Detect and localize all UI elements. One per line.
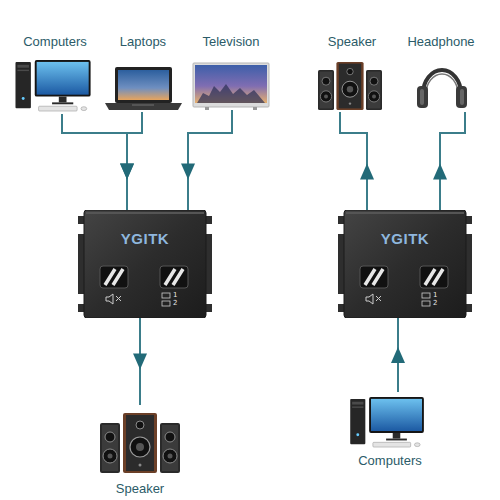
signal-line xyxy=(397,318,399,392)
speaker-icon xyxy=(100,413,180,473)
arrow-head xyxy=(181,164,195,180)
signal-line xyxy=(440,112,465,210)
device-node: Speaker xyxy=(312,34,392,112)
arrow-head xyxy=(360,164,374,180)
node-label: YGITK xyxy=(381,231,429,246)
port-number: 2 xyxy=(173,299,177,307)
device-node: Speaker xyxy=(90,405,190,496)
arrow-head xyxy=(120,164,134,180)
speaker-icon xyxy=(318,62,382,110)
node-label: Computers xyxy=(23,34,87,49)
signal-line xyxy=(127,112,142,210)
signal-line xyxy=(340,112,367,210)
arrow-head xyxy=(433,164,447,180)
device-node: Television xyxy=(188,34,274,110)
node-label: Speaker xyxy=(328,34,376,49)
node-label: Television xyxy=(202,34,259,49)
device-node: Headphone xyxy=(398,34,484,112)
node-label: YGITK xyxy=(121,231,169,246)
node-label: Computers xyxy=(358,453,422,468)
switch-box xyxy=(338,210,472,318)
switch-node: YGITK xyxy=(78,210,212,318)
computer-icon xyxy=(15,60,90,111)
node-label: Speaker xyxy=(116,481,164,496)
television-icon xyxy=(193,63,269,110)
node-label: Headphone xyxy=(407,34,474,49)
device-node: Computers xyxy=(340,392,440,468)
signal-line xyxy=(62,114,127,210)
arrow-head xyxy=(133,354,147,370)
port-number: 1 xyxy=(433,291,437,299)
device-node: Laptops xyxy=(100,34,186,112)
arrow-head xyxy=(120,164,134,180)
arrow-head xyxy=(391,347,405,363)
node-label: Laptops xyxy=(120,34,166,49)
laptop-icon xyxy=(105,67,182,110)
signal-line xyxy=(139,318,141,405)
switch-box xyxy=(78,210,212,318)
port-number: 2 xyxy=(433,299,437,307)
switch-node: YGITK xyxy=(338,210,472,318)
device-node: Computers xyxy=(8,34,102,114)
signal-line xyxy=(188,110,232,210)
headphone-icon xyxy=(417,70,467,108)
port-number: 1 xyxy=(173,291,177,299)
computer-icon xyxy=(350,397,424,447)
